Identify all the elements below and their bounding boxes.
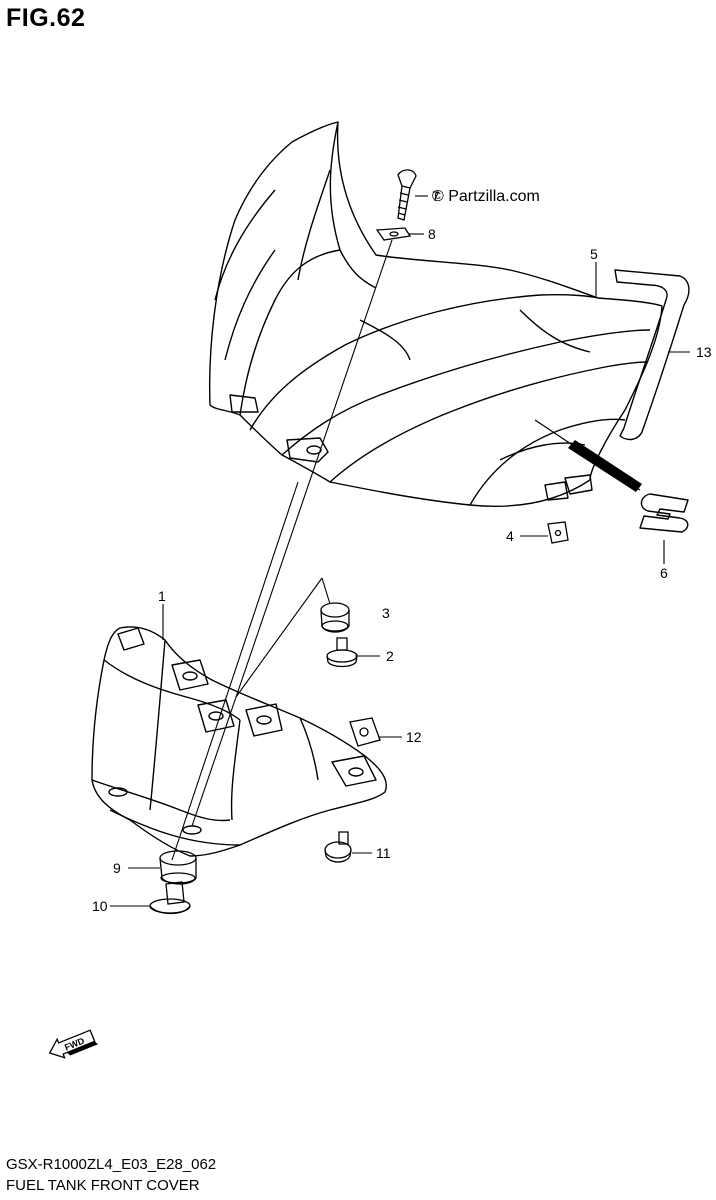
callout-12[interactable]: 12 bbox=[406, 729, 422, 745]
callout-9[interactable]: 9 bbox=[113, 860, 121, 876]
emblem-pointer-arrow bbox=[568, 440, 642, 492]
callout-11[interactable]: 11 bbox=[376, 845, 391, 861]
callout-3[interactable]: 3 bbox=[382, 605, 390, 621]
callout-10[interactable]: 10 bbox=[92, 898, 108, 914]
part-6-emblem[interactable] bbox=[639, 493, 689, 533]
part-2-collar[interactable] bbox=[326, 637, 358, 668]
part-7-screw[interactable] bbox=[397, 169, 417, 221]
callout-13[interactable]: 13 bbox=[696, 344, 712, 360]
figure-title: FIG.62 bbox=[6, 4, 86, 32]
part-8-washer[interactable] bbox=[375, 227, 412, 241]
part-3-grommet[interactable] bbox=[320, 602, 350, 633]
callout-2[interactable]: 2 bbox=[386, 648, 394, 664]
assembly-lines bbox=[171, 239, 393, 861]
callout-1[interactable]: 1 bbox=[158, 588, 166, 604]
callout-8[interactable]: 8 bbox=[428, 226, 436, 242]
part-4-clip-nut[interactable] bbox=[547, 521, 569, 544]
part-5-front-cover[interactable] bbox=[209, 121, 663, 507]
part-11-collar[interactable] bbox=[324, 831, 352, 863]
part-13-trim[interactable] bbox=[614, 269, 690, 441]
callout-5[interactable]: 5 bbox=[590, 246, 598, 262]
part-10-collar[interactable] bbox=[149, 881, 191, 915]
callout-7[interactable]: 7 bbox=[432, 188, 440, 204]
leader-lines bbox=[110, 195, 690, 907]
fwd-arrow-icon: FWD bbox=[48, 1029, 98, 1059]
diagram-code: GSX-R1000ZL4_E03_E28_062 bbox=[6, 1156, 217, 1173]
callout-6[interactable]: 6 bbox=[660, 565, 668, 581]
callout-4[interactable]: 4 bbox=[506, 528, 514, 544]
part-12-clip-nut[interactable] bbox=[349, 717, 381, 747]
watermark: © Partzilla.com bbox=[432, 188, 540, 205]
diagram-caption: FUEL TANK FRONT COVER bbox=[6, 1177, 200, 1194]
part-1-bracket[interactable] bbox=[91, 626, 387, 857]
